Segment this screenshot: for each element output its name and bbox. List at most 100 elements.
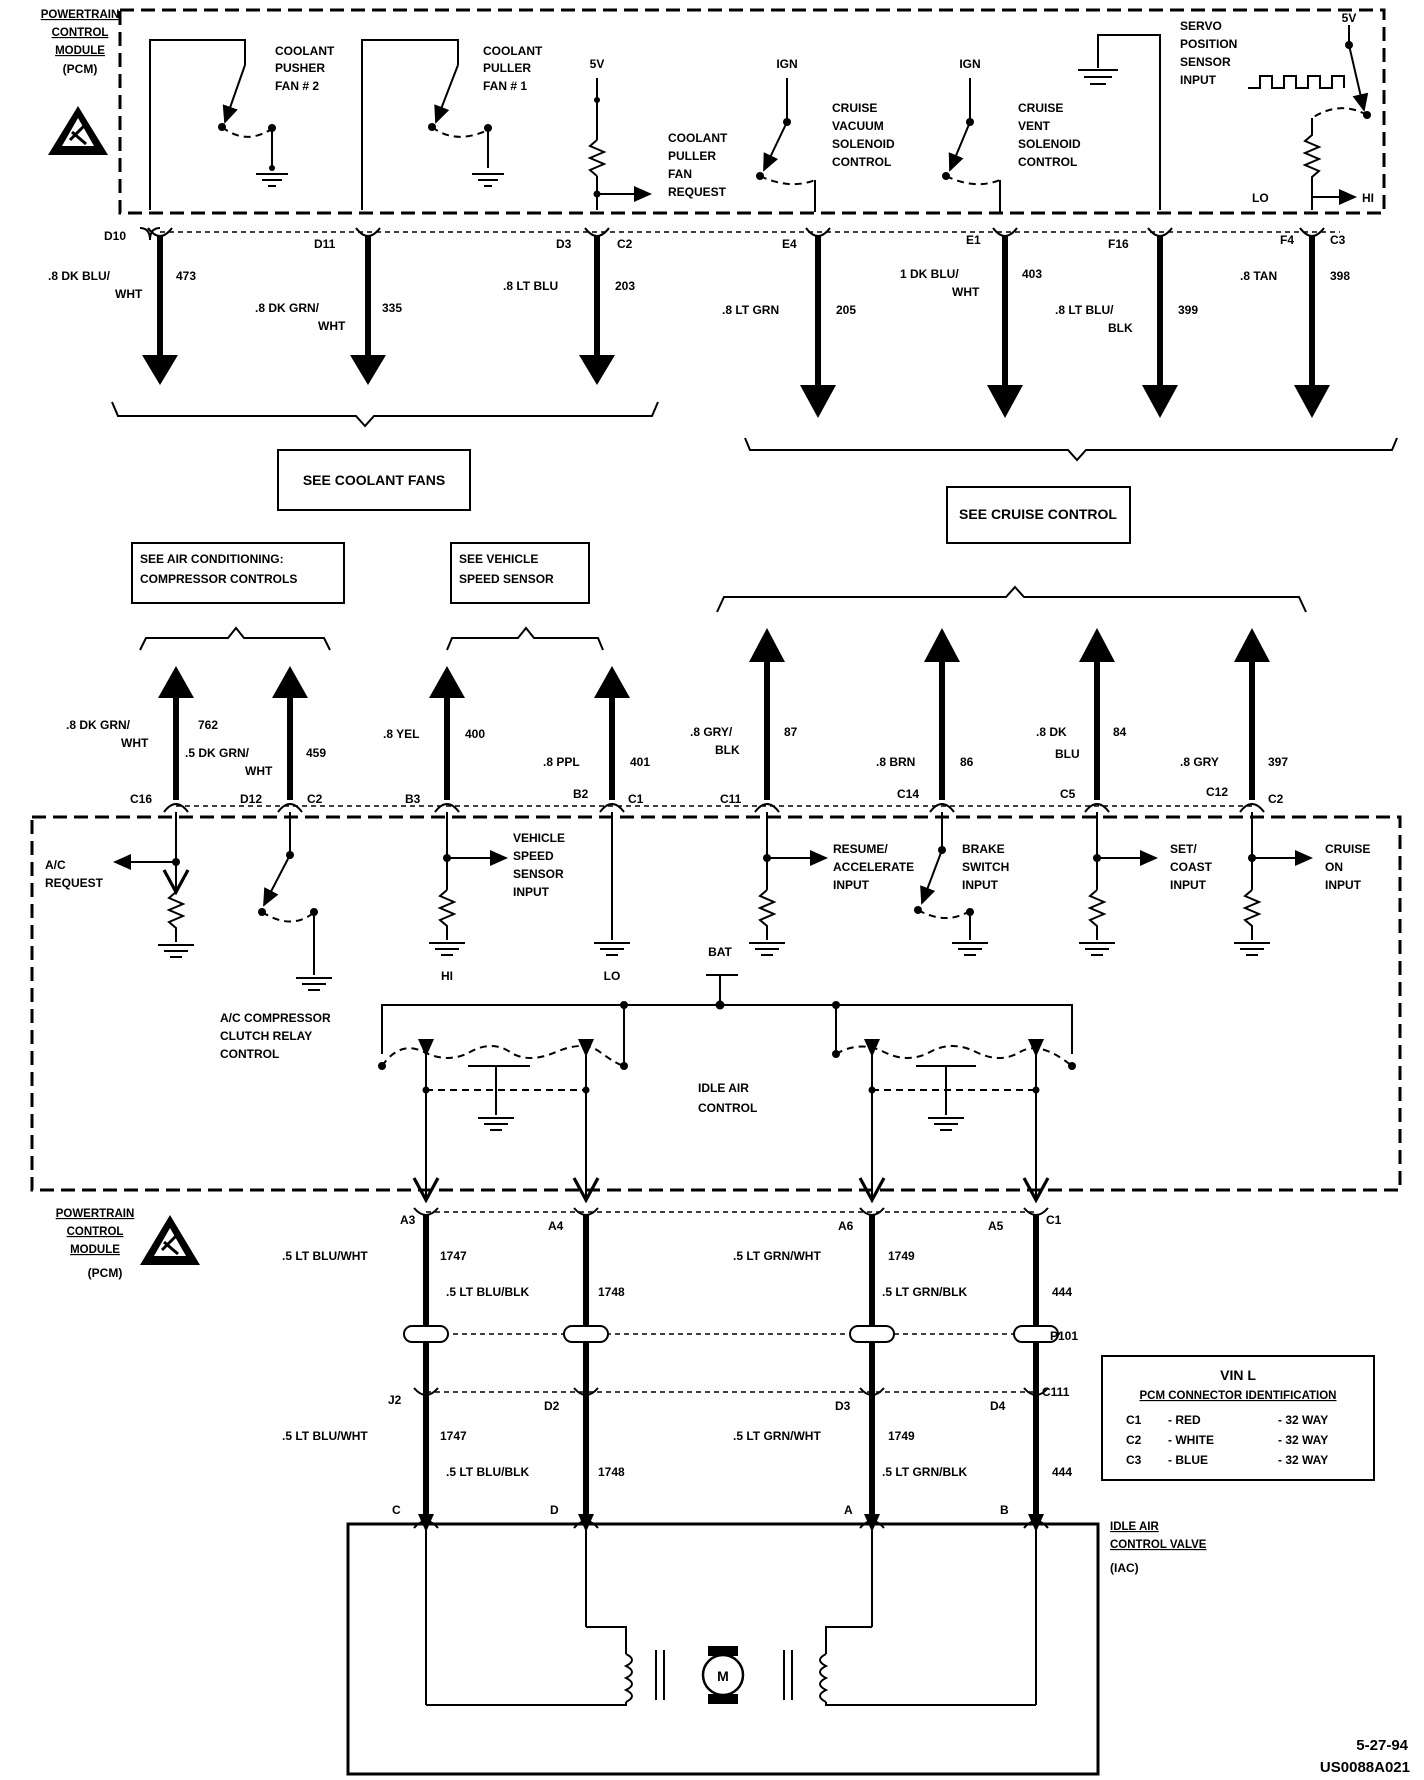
circuit-1748b: 1748 [598, 1465, 625, 1479]
wire-gauge-c12: .8 GRY [1180, 755, 1219, 769]
mid-connector-cups [163, 803, 1265, 813]
circuit-399: 399 [1178, 303, 1198, 317]
see-vss-line2: SPEED SENSOR [459, 572, 554, 586]
label-ac-request-1: A/C [45, 858, 66, 872]
pcm-top-title-4: (PCM) [63, 62, 98, 76]
pcm-top-box [118, 8, 1386, 215]
conn-c1-mid: C1 [628, 792, 644, 806]
label-vacuum-4: CONTROL [832, 155, 891, 169]
vss-circuit [429, 812, 630, 956]
label-bat: BAT [708, 945, 732, 959]
pin-d10: D10 [104, 229, 126, 243]
label-vss-4: INPUT [513, 885, 550, 899]
see-ac-line1: SEE AIR CONDITIONING: [140, 552, 284, 566]
wire-gauge-1747b: .5 LT BLU/WHT [282, 1429, 368, 1443]
ac-request-circuit [113, 812, 194, 958]
wire-gauge-1749a: .5 LT GRN/WHT [733, 1249, 821, 1263]
label-setcoast-2: COAST [1170, 860, 1213, 874]
see-cruise-box: SEE CRUISE CONTROL [946, 486, 1131, 544]
circuit-203: 203 [615, 279, 635, 293]
pin-f4: F4 [1280, 233, 1294, 247]
p101-splices [403, 1325, 1059, 1343]
ground-icon [158, 944, 194, 958]
pcm-top-title: POWERTRAIN CONTROL MODULE (PCM) [41, 9, 119, 155]
pin-b3: B3 [405, 792, 421, 806]
iac-valve: M [346, 1514, 1100, 1776]
pin-d3-iac: D3 [835, 1399, 851, 1413]
pin-c16: C16 [130, 792, 152, 806]
label-brake-1: BRAKE [962, 842, 1005, 856]
label-hi: HI [1362, 191, 1374, 205]
label-request-2: PULLER [668, 149, 716, 163]
top-wire-e1: E1 1 DK BLU/ WHT 403 [900, 233, 1042, 418]
wire-gauge-c11: .8 GRY/ [690, 725, 733, 739]
wire-gauge-444b: .5 LT GRN/BLK [882, 1465, 967, 1479]
label-p101: P101 [1050, 1329, 1078, 1343]
label-acrelay-1: A/C COMPRESSOR [220, 1011, 331, 1025]
label-vss-lo: LO [604, 969, 621, 983]
vin-row1-conn: C1 [1126, 1413, 1142, 1427]
wire-gauge2-c16: WHT [121, 736, 149, 750]
label-ign-1: IGN [776, 57, 797, 71]
wire-gauge2-e1: WHT [952, 285, 980, 299]
wire-gauge2-c5: BLU [1055, 747, 1080, 761]
wire-gauge-f16: .8 LT BLU/ [1055, 303, 1114, 317]
circuit-1749b: 1749 [888, 1429, 915, 1443]
circuit-473: 473 [176, 269, 196, 283]
iac-driver-circuit [378, 974, 1076, 1204]
label-acrelay-2: CLUTCH RELAY [220, 1029, 312, 1043]
wire-gauge-e4: .8 LT GRN [722, 303, 779, 317]
label-vacuum-2: VACUUM [832, 119, 884, 133]
ground-icon [429, 942, 465, 956]
ground-icon [952, 942, 988, 956]
label-5v-servo: 5V [1342, 11, 1357, 25]
vin-row2-color: - WHITE [1168, 1433, 1214, 1447]
circuit-444a: 444 [1052, 1285, 1072, 1299]
label-resume-1: RESUME/ [833, 842, 888, 856]
circuit-86: 86 [960, 755, 974, 769]
mid-wires [158, 628, 1270, 800]
conn-c3-top: C3 [1330, 233, 1346, 247]
label-vss-1: VEHICLE [513, 831, 565, 845]
conn-c2-top: C2 [617, 237, 633, 251]
pcm-top-title-2: CONTROL [52, 27, 109, 39]
label-servo-4: INPUT [1180, 73, 1217, 87]
ac-clutch-switch [258, 812, 332, 991]
label-vent-2: VENT [1018, 119, 1051, 133]
pin-c11: C11 [720, 792, 742, 806]
label-vss-hi: HI [441, 969, 453, 983]
label-request-3: FAN [668, 167, 692, 181]
label-vacuum-1: CRUISE [832, 101, 877, 115]
ground-icon [478, 1117, 514, 1131]
wire-gauge2-f16: BLK [1108, 321, 1133, 335]
label-ign-2: IGN [959, 57, 980, 71]
wire-gauge-e1: 1 DK BLU/ [900, 267, 959, 281]
wire-gauge-b3: .8 YEL [383, 727, 419, 741]
puller-request-circuit [587, 78, 652, 210]
top-wire-f16: F16 .8 LT BLU/ BLK 399 [1055, 236, 1198, 418]
label-cruiseon-2: ON [1325, 860, 1343, 874]
see-coolant-label: SEE COOLANT FANS [303, 472, 445, 488]
coolant-puller-circuit [361, 39, 504, 210]
pin-b2: B2 [573, 787, 589, 801]
mid-wire-c11 [749, 628, 785, 800]
label-iac-2: CONTROL [698, 1101, 757, 1115]
circuit-205: 205 [836, 303, 856, 317]
ground-icon [749, 942, 785, 956]
wire-gauge-d12: .5 DK GRN/ [185, 746, 250, 760]
pcm-middle-box [30, 815, 1402, 1192]
mid-wire-b3 [429, 666, 465, 800]
pcm-mid-title-1: POWERTRAIN [56, 1208, 135, 1220]
wire-gauge-444a: .5 LT GRN/BLK [882, 1285, 967, 1299]
pin-f16: F16 [1108, 237, 1129, 251]
top-wire-e4: E4 .8 LT GRN 205 [722, 236, 856, 418]
wire-gauge-c16: .8 DK GRN/ [66, 718, 131, 732]
label-resume-2: ACCELERATE [833, 860, 914, 874]
circuit-1747a: 1747 [440, 1249, 467, 1263]
conn-c1-bottom: C1 [1046, 1213, 1062, 1227]
label-resume-3: INPUT [833, 878, 870, 892]
label-vent-1: CRUISE [1018, 101, 1063, 115]
label-ac-request-2: REQUEST [45, 876, 104, 890]
circuit-1749a: 1749 [888, 1249, 915, 1263]
